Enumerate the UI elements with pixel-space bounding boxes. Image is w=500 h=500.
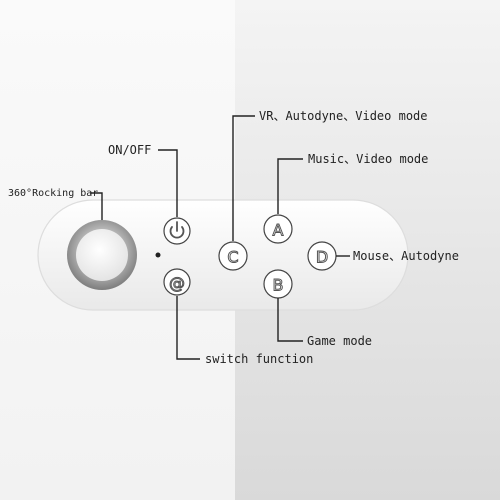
label-music-mode: Music、Video mode	[308, 152, 428, 166]
callout-switch-function	[176, 296, 200, 360]
b-button[interactable]: B	[263, 269, 293, 299]
a-button[interactable]: A	[263, 214, 293, 244]
label-game-mode: Game mode	[307, 334, 372, 348]
label-on-off: ON/OFF	[108, 143, 151, 157]
callout-vr-mode	[232, 115, 255, 241]
callout-music-mode	[277, 158, 303, 214]
c-button[interactable]: C	[218, 241, 248, 271]
b-button-label: B	[273, 276, 284, 295]
at-button-label: @	[169, 274, 185, 293]
c-button-label: C	[227, 248, 238, 267]
label-switch-function: switch function	[205, 352, 313, 366]
power-button[interactable]	[163, 217, 191, 245]
callout-rocking-bar	[90, 192, 103, 220]
joystick[interactable]	[67, 220, 137, 290]
callout-lines	[90, 115, 350, 360]
power-icon	[169, 221, 185, 239]
indicator-led	[155, 252, 161, 258]
callout-on-off	[158, 149, 178, 217]
joystick-cap	[76, 229, 128, 281]
at-button[interactable]: @	[163, 268, 191, 296]
label-mouse-mode: Mouse、Autodyne	[353, 249, 459, 263]
label-vr-mode: VR、Autodyne、Video mode	[259, 109, 428, 123]
callout-game-mode	[277, 298, 303, 342]
a-button-label: A	[273, 221, 284, 240]
label-rocking-bar: 360°Rocking bar	[8, 188, 98, 199]
d-button-label: D	[316, 248, 328, 267]
d-button[interactable]: D	[307, 241, 337, 271]
